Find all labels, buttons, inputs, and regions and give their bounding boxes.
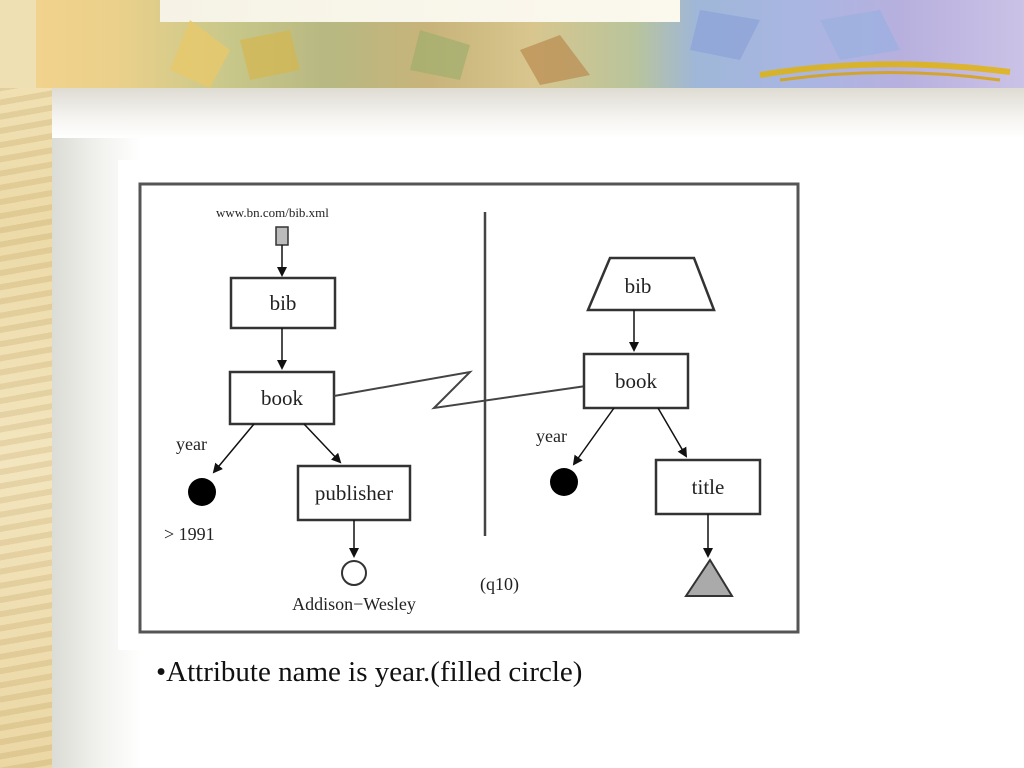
bib-label-right: bib: [625, 274, 652, 298]
diagram-frame: [138, 182, 800, 634]
correspondence-link: [333, 370, 587, 410]
url-label: www.bn.com/bib.xml: [216, 205, 329, 220]
book-label-right: book: [615, 369, 658, 393]
year-attribute-circle-right: [550, 468, 578, 496]
year-label-left: year: [176, 434, 207, 454]
bib-node-right: [586, 256, 716, 312]
publisher-value-circle: [341, 560, 367, 586]
year-label-right: year: [536, 426, 567, 446]
book-node-left: [228, 370, 336, 426]
leaf-decoration: [170, 10, 1011, 88]
publisher-node: [296, 464, 412, 522]
banner-shadow: [52, 88, 1024, 138]
bib-node-left: [229, 276, 337, 330]
subtree-triangle: [684, 558, 734, 597]
banner-highlight: [160, 0, 680, 22]
year-attribute-circle-left: [188, 478, 216, 506]
query-label: (q10): [480, 574, 519, 595]
document-root-icon: [275, 226, 289, 246]
bib-label-left: bib: [270, 291, 297, 315]
publisher-label: publisher: [315, 481, 393, 505]
edge-book-publisher: [303, 423, 342, 464]
edge-book-year-left: [212, 423, 255, 474]
edge-book-year-right: [572, 407, 615, 466]
query-diagram: www.bn.com/bib.xml bib book year > 1991 …: [138, 182, 800, 634]
title-label: title: [692, 475, 725, 499]
edge-book-title: [657, 407, 688, 458]
background-parchment-strip: [0, 0, 52, 768]
year-condition: > 1991: [164, 524, 215, 544]
publisher-value: Addison−Wesley: [292, 594, 416, 614]
title-node: [654, 458, 762, 516]
caption-bullet: •Attribute name is year.(filled circle): [156, 656, 583, 688]
book-label-left: book: [261, 386, 304, 410]
book-node-right: [582, 352, 690, 410]
